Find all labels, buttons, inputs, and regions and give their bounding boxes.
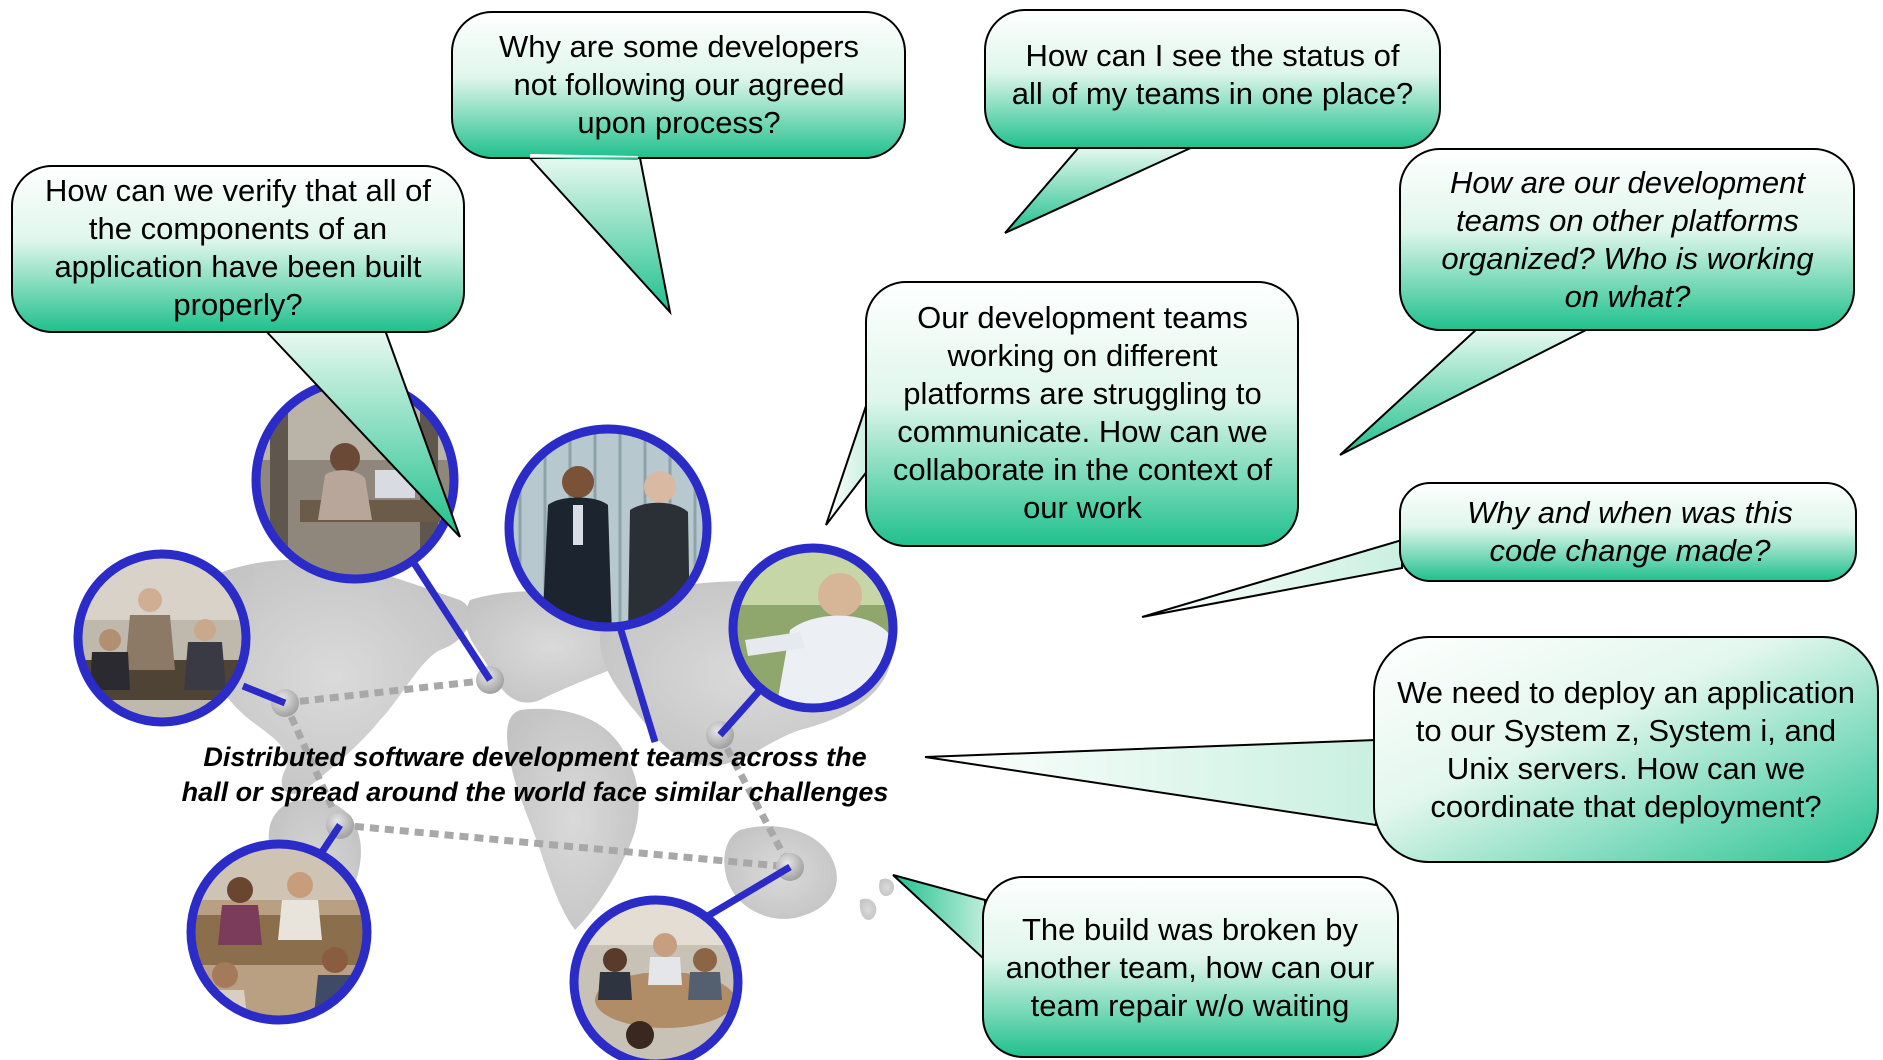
caption-line-2: hall or spread around the world face sim… (181, 777, 889, 807)
caption-line-1: Distributed software development teams a… (203, 742, 867, 772)
bubble-text-build: The build was broken by another team, ho… (1005, 911, 1375, 1023)
speech-bubble-process (451, 11, 906, 316)
photo-meeting (73, 549, 251, 727)
speech-bubble-deploy (924, 636, 1879, 863)
bubble-text-organized: How are our development teams on other p… (1441, 165, 1814, 314)
photo-conference (569, 895, 743, 1060)
speech-bubble-collaborate (825, 281, 1299, 547)
speech-bubble-verify (11, 165, 465, 538)
bubble-text-deploy: We need to deploy an application to our … (1397, 675, 1855, 824)
photo-group-table (186, 839, 372, 1025)
photo-handshake (504, 424, 712, 632)
bubble-text-codechange: Why and when was this code change made? (1467, 495, 1793, 568)
bubble-text-collaborate: Our development teams working on differe… (892, 299, 1273, 525)
diagram-caption: Distributed software development teams a… (95, 740, 975, 810)
photo-smiling-man (728, 543, 898, 713)
photo-connectors (241, 558, 792, 921)
bubble-text-process: Why are some developers not following ou… (498, 29, 860, 140)
bubble-text-status: How can I see the status of all of my te… (1011, 38, 1414, 111)
speech-bubble-status (984, 9, 1441, 234)
speech-bubble-build (892, 874, 1399, 1058)
speech-bubble-organized (1339, 148, 1855, 456)
dotted-links (281, 676, 794, 871)
speech-bubble-codechange (1141, 482, 1857, 618)
bubble-text-verify: How can we verify that all of the compon… (45, 172, 431, 322)
